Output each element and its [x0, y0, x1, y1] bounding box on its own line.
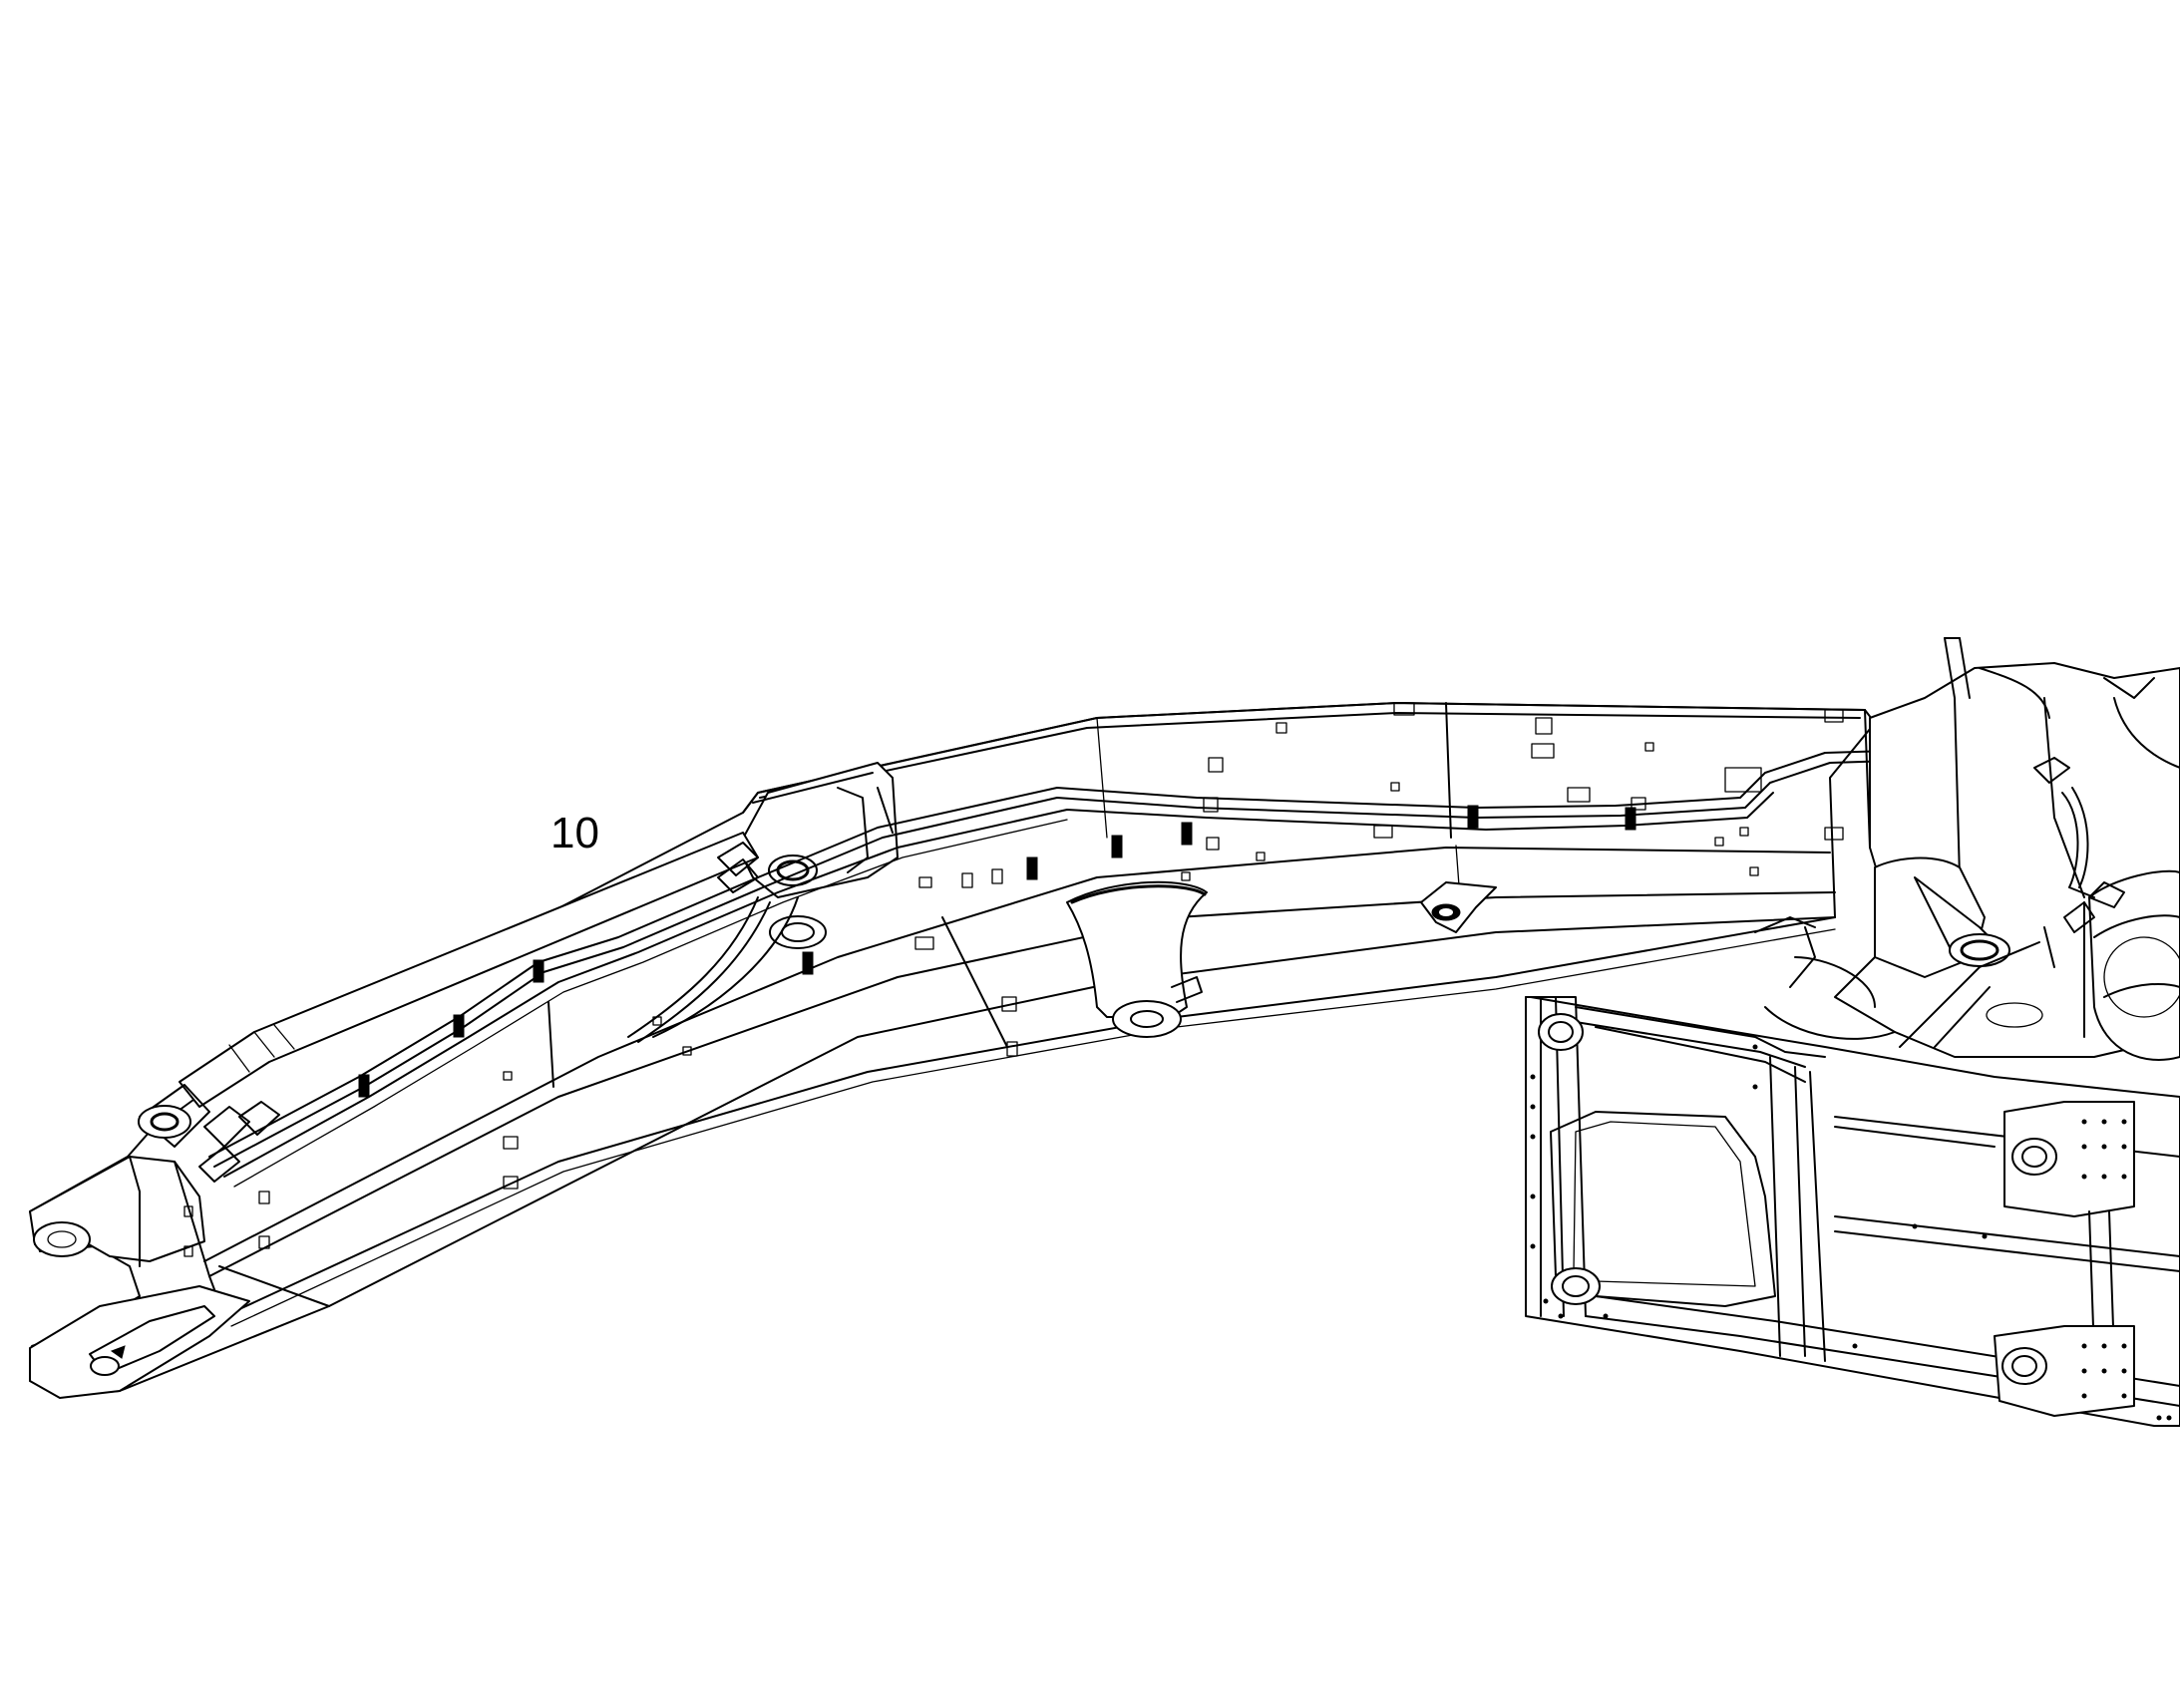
plate-holes: [183, 702, 1844, 1257]
boom-foot-pin-upper: [33, 1221, 91, 1257]
frame-bolt-holes: [1530, 1044, 2172, 1421]
cylinder-rod-end: [138, 1105, 191, 1139]
boom-foot-boss: [1066, 880, 1208, 1018]
hydraulic-lines: [198, 747, 2070, 1188]
boom-foot-lower: [29, 1285, 250, 1399]
boom: [29, 702, 2070, 1399]
boom-foot-pin-lower: [90, 1356, 120, 1376]
upper-structure: [1748, 637, 2180, 1091]
lower-frame: [1525, 996, 2180, 1427]
callout-label-10: 10: [550, 809, 599, 857]
frame-outline: [1525, 996, 2180, 1427]
